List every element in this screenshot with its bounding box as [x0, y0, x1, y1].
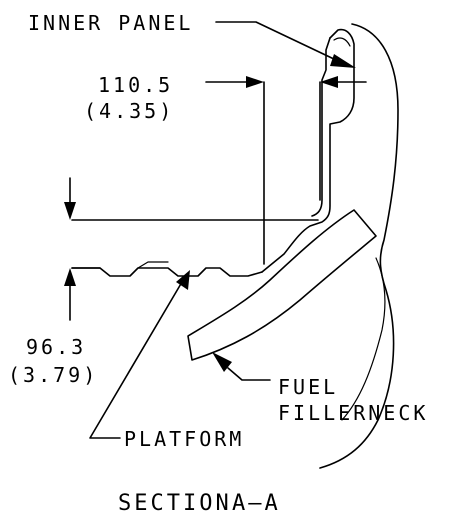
- platform-leader: [89, 281, 183, 439]
- outer-body-curve: [319, 23, 399, 469]
- platform-arrow: [176, 270, 190, 290]
- section-label-prefix: SECTION: [118, 491, 232, 516]
- dim-top-arrow-left: [246, 76, 264, 88]
- dim-bottom-value-mm: 96.3: [26, 335, 86, 359]
- dim-top-arrow-right: [320, 76, 338, 88]
- body-curve-inner: [341, 257, 386, 421]
- inner-panel-arrow: [330, 54, 356, 68]
- fillerneck-arrow: [212, 352, 232, 372]
- dim-top-value-mm: 110.5: [98, 73, 173, 97]
- fuel-fillerneck: [187, 209, 377, 361]
- inner-panel-lip: [311, 37, 331, 217]
- inner-panel-profile: [261, 28, 355, 273]
- dim-bottom-value-in: (3.79): [8, 363, 98, 387]
- fillerneck-leader: [227, 367, 271, 381]
- dim-bottom-arrow-top: [64, 202, 76, 220]
- inner-panel-leader: [215, 21, 337, 61]
- fuel-label-line2: FILLERNECK: [278, 401, 428, 425]
- platform-floor-lower: [137, 261, 169, 269]
- dim-top-value-in: (4.35): [84, 99, 174, 123]
- platform-label: PLATFORM: [124, 427, 244, 451]
- inner-panel-tab: [333, 37, 351, 47]
- fuel-label-line1: FUEL: [278, 375, 338, 399]
- dim-bottom-arrow-bottom: [64, 268, 76, 286]
- inner-panel-label: INNER PANEL: [28, 11, 193, 35]
- section-label-id: A—A: [232, 491, 281, 516]
- platform-floor: [71, 267, 263, 277]
